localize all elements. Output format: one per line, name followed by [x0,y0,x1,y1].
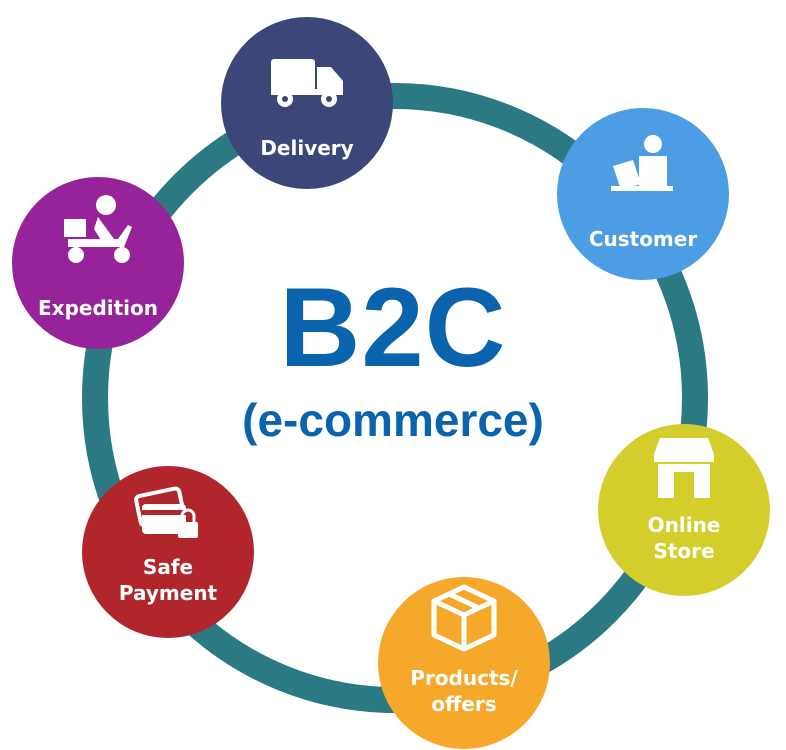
node-circle [221,17,393,189]
package-box-icon [431,584,497,652]
node-customer: Customer [557,108,729,280]
scooter-rider-icon [64,195,132,263]
node-label: Online [648,513,721,537]
node-circle [598,424,770,596]
node-circle [12,177,184,349]
card-lock-icon [134,486,198,538]
store-icon [654,438,714,498]
node-expedition: Expedition [12,177,184,349]
laptop-user-icon [611,135,673,191]
node-circle [378,577,550,749]
node-label: Store [653,539,714,563]
node-label: Delivery [260,136,353,160]
truck-icon [271,59,343,107]
node-products: Products/offers [378,577,550,749]
diagram-subtitle: (e-commerce) [242,394,544,446]
node-label: offers [431,692,496,716]
node-label: Products/ [410,666,518,690]
node-group: DeliveryCustomerOnlineStoreProducts/offe… [12,17,770,749]
node-label: Expedition [38,296,158,320]
node-label: Payment [119,581,218,605]
node-circle [557,108,729,280]
node-circle [82,466,254,638]
node-label: Customer [589,227,698,251]
node-label: Safe [143,555,193,579]
diagram-title: B2C [279,265,507,390]
node-delivery: Delivery [221,17,393,189]
